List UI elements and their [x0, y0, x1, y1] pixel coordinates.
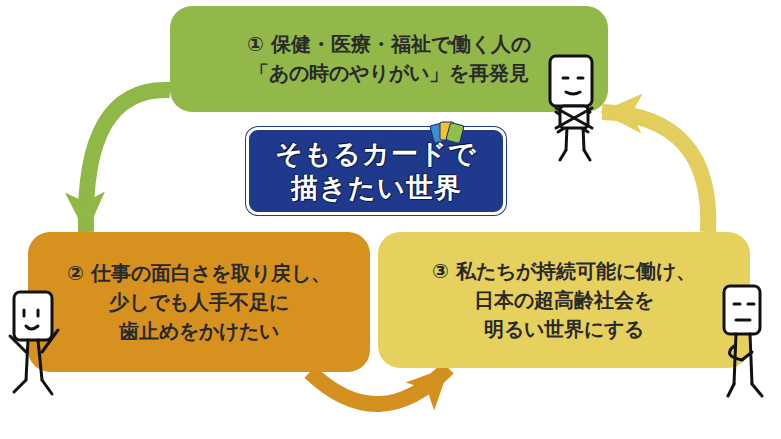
cycle-arrow	[86, 90, 170, 232]
title-text: そもるカードで 描きたい世界	[273, 137, 478, 205]
goal-box: ③ 私たちが持続可能に働け、 日本の超高齢社会を 明るい世界にする	[378, 232, 750, 368]
goal-text: ① 保健・医療・福祉で働く人の 「あの時のやりがい」を再発見	[233, 30, 545, 88]
cycle-arrow	[310, 368, 448, 404]
goal-box: ① 保健・医療・福祉で働く人の 「あの時のやりがい」を再発見	[170, 6, 608, 112]
goal-text: ③ 私たちが持続可能に働け、 日本の超高齢社会を 明るい世界にする	[422, 257, 706, 344]
figure-arms-crossed	[550, 56, 592, 160]
goal-text: ② 仕事の面白さを取り戻し、 少しでも人手不足に 歯止めをかけたい	[57, 259, 341, 346]
goal-box: ② 仕事の面白さを取り戻し、 少しでも人手不足に 歯止めをかけたい	[28, 232, 370, 372]
cycle-arrow	[602, 112, 708, 232]
title-box: そもるカードで 描きたい世界	[246, 127, 506, 215]
